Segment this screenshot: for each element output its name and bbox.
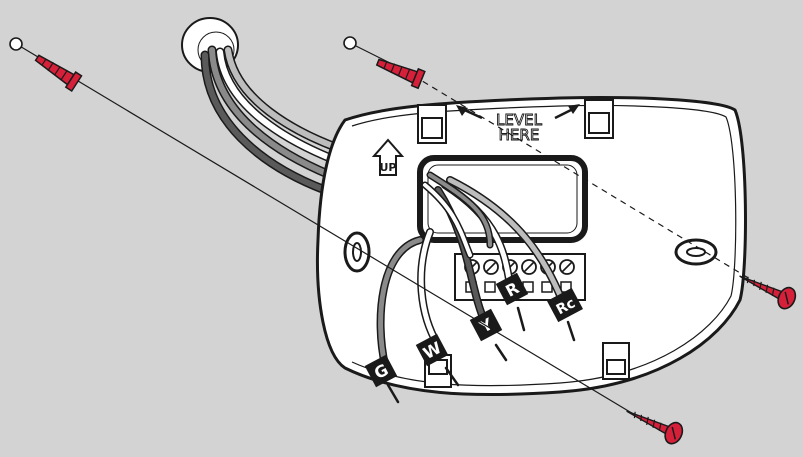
bottom-right-clip: [603, 343, 629, 379]
top-left-clip: [418, 105, 446, 143]
top-right-clip: [585, 100, 613, 138]
left-mounting-slot: [345, 233, 369, 271]
right-mounting-slot: [676, 240, 716, 264]
drill-hole-left: [10, 38, 22, 50]
drill-hole-center: [344, 37, 356, 49]
here-text: HERE: [499, 126, 540, 144]
up-text: UP: [380, 161, 397, 174]
